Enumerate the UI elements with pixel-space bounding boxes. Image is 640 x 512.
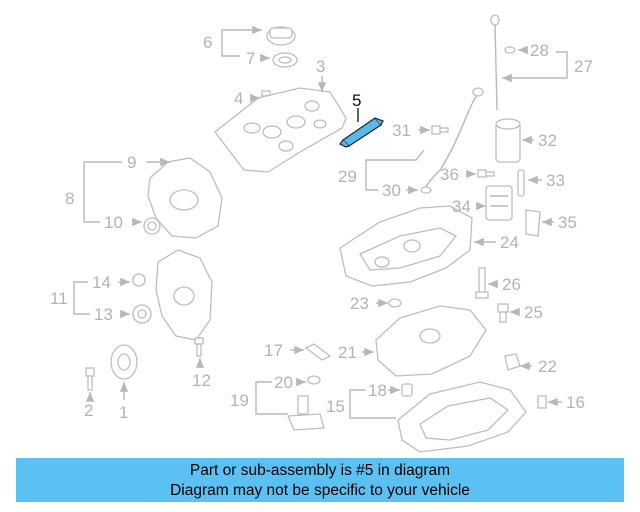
callout-30: 30 xyxy=(382,181,401,200)
callout-26: 26 xyxy=(502,275,521,294)
lower-pan-bolt-part xyxy=(537,395,547,409)
lower-oil-pan-part xyxy=(397,381,527,453)
callout-21: 21 xyxy=(338,343,357,362)
callout-1: 1 xyxy=(119,403,128,422)
callout-29: 29 xyxy=(338,167,357,186)
callout-28: 28 xyxy=(530,41,549,60)
callout-27: 27 xyxy=(574,57,593,76)
tube-bolt-part xyxy=(431,125,449,135)
callout-9: 9 xyxy=(127,153,136,172)
callout-31: 31 xyxy=(392,121,411,140)
callout-6: 6 xyxy=(203,33,212,52)
callout-19: 19 xyxy=(230,391,249,410)
callout-10: 10 xyxy=(104,213,123,232)
callout-12: 12 xyxy=(192,371,211,390)
callout-15: 15 xyxy=(326,397,345,416)
pan-plug-part xyxy=(401,383,413,397)
info-banner: Part or sub-assembly is #5 in diagram Di… xyxy=(16,458,624,502)
small-cap-part xyxy=(132,273,146,287)
lower-timing-cover-part xyxy=(155,249,213,341)
callout-13: 13 xyxy=(94,305,113,324)
oil-filler-cap-part xyxy=(266,26,296,46)
callout-3: 3 xyxy=(316,57,325,76)
crank-pulley-part xyxy=(110,344,138,380)
valve-cover-part xyxy=(214,87,347,173)
housing-bolt-part xyxy=(477,169,495,178)
callout-35: 35 xyxy=(558,213,577,232)
highlighted-part-5[interactable] xyxy=(339,117,384,148)
oil-cooler-part xyxy=(485,185,513,221)
callout-34: 34 xyxy=(452,197,471,216)
pickup-tube-part xyxy=(304,343,332,361)
drain-plug-part xyxy=(497,303,509,323)
callout-25: 25 xyxy=(524,303,543,322)
callout-20: 20 xyxy=(274,373,293,392)
banner-line-2: Diagram may not be specific to your vehi… xyxy=(170,482,470,499)
oil-filter-part xyxy=(495,118,521,163)
callout-18: 18 xyxy=(368,381,387,400)
callout-4: 4 xyxy=(234,89,243,108)
callout-23: 23 xyxy=(350,294,369,313)
callout-32: 32 xyxy=(538,131,557,150)
callout-11: 11 xyxy=(50,289,68,308)
callout-8: 8 xyxy=(65,189,74,208)
crank-seal-lower-part xyxy=(132,304,152,324)
callout-5: 5 xyxy=(352,91,361,110)
sensor-part xyxy=(517,169,525,197)
callout-36: 36 xyxy=(440,165,459,184)
callout-17: 17 xyxy=(264,341,283,360)
callout-14: 14 xyxy=(92,273,111,292)
pulley-bolt-part xyxy=(85,367,95,391)
callout-16: 16 xyxy=(566,393,585,412)
upper-oil-pan-part xyxy=(339,205,473,287)
cover-bolt-small-part xyxy=(194,337,204,357)
dipstick-part xyxy=(423,14,516,191)
callout-24: 24 xyxy=(500,233,519,252)
pan-oring-part xyxy=(388,298,402,308)
engine-parts-diagram: 1 2 3 4 5 6 7 8 9 10 11 12 13 14 15 16 1… xyxy=(50,14,593,453)
level-sensor-part xyxy=(504,353,521,371)
callout-2: 2 xyxy=(84,401,93,420)
oil-baffle-part xyxy=(375,305,487,377)
oil-pump-part xyxy=(287,395,325,431)
cooler-gasket-part xyxy=(525,209,541,237)
callout-7: 7 xyxy=(246,49,255,68)
dipstick-oring-part xyxy=(420,186,432,194)
banner-line-1: Part or sub-assembly is #5 in diagram xyxy=(189,462,451,479)
timing-cover-part xyxy=(147,157,223,239)
callout-22: 22 xyxy=(538,357,557,376)
small-plug-part xyxy=(307,375,321,385)
pan-bolt-part xyxy=(475,267,489,299)
crank-seal-upper-part xyxy=(143,217,161,235)
callout-33: 33 xyxy=(546,171,565,190)
cap-seal-part xyxy=(272,52,298,68)
